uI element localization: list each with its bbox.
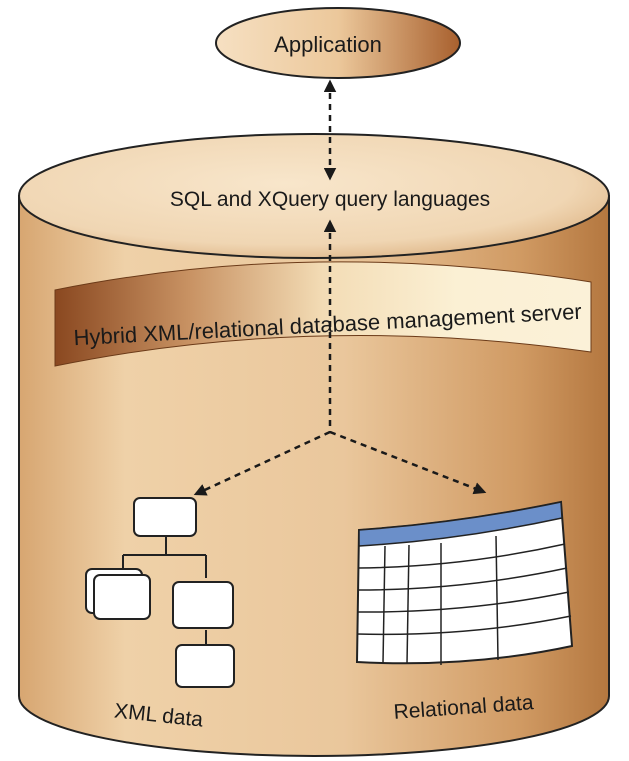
- arrow-to-relational-data: [329, 430, 487, 495]
- application-label: Application: [274, 32, 382, 57]
- server-band: [54, 261, 592, 367]
- application-node: [215, 7, 461, 79]
- database-cylinder-top: [18, 133, 610, 259]
- query-languages-label: SQL and XQuery query languages: [170, 188, 490, 211]
- xml-tree-icon: [85, 497, 235, 688]
- relational-table-icon: [355, 500, 574, 665]
- arrow-to-xml-data: [193, 430, 331, 496]
